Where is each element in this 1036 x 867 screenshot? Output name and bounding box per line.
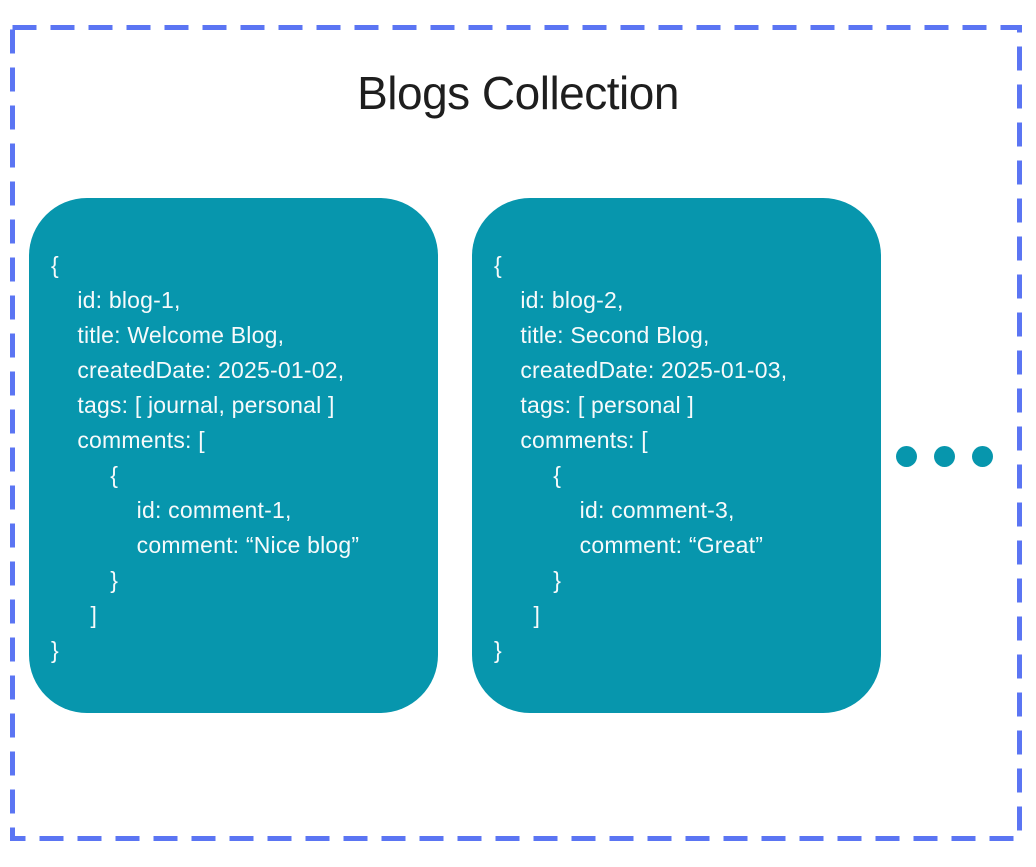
document-line: comment: “Nice blog” <box>51 532 360 558</box>
document-line: title: Welcome Blog, <box>51 322 285 348</box>
document-line: } <box>51 567 119 593</box>
document-line: ] <box>494 602 541 628</box>
document-line: } <box>494 567 562 593</box>
document-line: id: blog-1, <box>51 287 181 313</box>
blog-document-card-1: { id: blog-1, title: Welcome Blog, creat… <box>29 198 438 713</box>
document-line: comments: [ <box>494 427 648 453</box>
document-line: { <box>51 462 119 488</box>
document-line: createdDate: 2025-01-03, <box>494 357 788 383</box>
ellipsis-dot-icon <box>896 446 917 467</box>
document-line: createdDate: 2025-01-02, <box>51 357 345 383</box>
diagram-title: Blogs Collection <box>357 67 679 119</box>
document-line: tags: [ personal ] <box>494 392 695 418</box>
document-line: } <box>51 637 59 663</box>
document-line: comments: [ <box>51 427 205 453</box>
document-line: } <box>494 637 502 663</box>
document-line: title: Second Blog, <box>494 322 710 348</box>
document-line: id: comment-1, <box>51 497 292 523</box>
blog-document-card-2: { id: blog-2, title: Second Blog, create… <box>472 198 881 713</box>
more-documents-ellipsis-icon <box>896 446 993 467</box>
document-line: id: comment-3, <box>494 497 735 523</box>
ellipsis-dot-icon <box>972 446 993 467</box>
document-line: id: blog-2, <box>494 287 624 313</box>
document-line: comment: “Great” <box>494 532 764 558</box>
document-line: { <box>51 252 59 278</box>
document-line: tags: [ journal, personal ] <box>51 392 335 418</box>
document-line: { <box>494 252 502 278</box>
ellipsis-dot-icon <box>934 446 955 467</box>
document-line: ] <box>51 602 98 628</box>
document-line: { <box>494 462 562 488</box>
